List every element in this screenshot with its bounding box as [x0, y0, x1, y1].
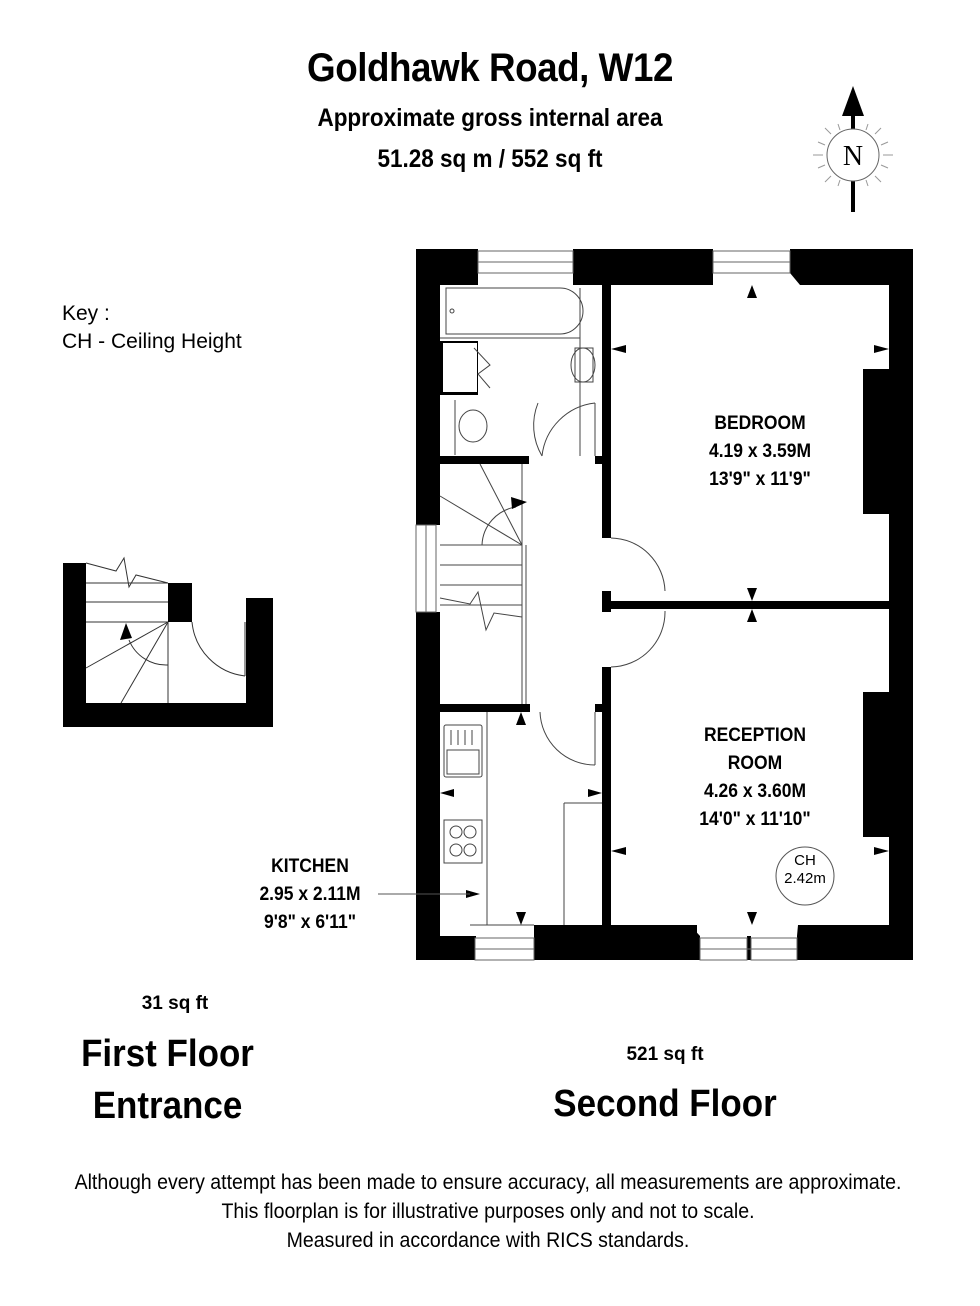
first-floor-name-line1: First Floor	[81, 1033, 254, 1075]
room-label-bedroom: BEDROOM 4.19 x 3.59M 13'9" x 11'9"	[686, 410, 833, 494]
bedroom-name: BEDROOM	[714, 413, 806, 434]
second-floor-name: Second Floor	[553, 1083, 777, 1125]
ceiling-height-label: CH 2.42m	[776, 852, 834, 888]
total-area: 51.28 sq m / 552 sq ft	[377, 145, 603, 173]
room-label-kitchen: KITCHEN 2.95 x 2.11M 9'8" x 6'11"	[241, 853, 379, 937]
reception-name-line1: RECEPTION	[703, 725, 806, 746]
kitchen-metric: 2.95 x 2.11M	[259, 884, 361, 905]
reception-imperial: 14'0" x 11'10"	[699, 809, 811, 830]
reception-metric: 4.26 x 3.60M	[703, 781, 807, 802]
kitchen-fixtures	[443, 712, 602, 926]
key-heading: Key :	[62, 302, 110, 325]
svg-text:N: N	[843, 141, 863, 172]
disclaimer-line-3: Measured in accordance with RICS standar…	[286, 1229, 690, 1252]
key-entry-ceiling-height: CH - Ceiling Height	[62, 330, 242, 353]
first-floor-name-line2: Entrance	[92, 1085, 243, 1127]
staircase	[439, 463, 527, 704]
kitchen-imperial: 9'8" x 6'11"	[264, 912, 356, 933]
first-floor-entrance-plan	[63, 556, 273, 727]
ceiling-height-marker	[775, 846, 835, 906]
reception-name-line2: ROOM	[727, 753, 783, 774]
plan-subtitle: Approximate gross internal area	[317, 104, 663, 132]
dimension-arrows	[440, 285, 889, 925]
first-floor-name: First Floor Entrance	[41, 1028, 294, 1132]
ch-abbrev: CH	[794, 852, 816, 869]
room-label-reception: RECEPTION ROOM 4.26 x 3.60M 14'0" x 11'1…	[672, 722, 838, 834]
disclaimer: Although every attempt has been made to …	[34, 1168, 942, 1255]
second-floor-plan	[378, 249, 913, 961]
north-arrow-icon: N	[813, 86, 893, 212]
key-legend: Key : CH - Ceiling Height	[62, 300, 242, 356]
bathroom-fixtures	[440, 287, 596, 457]
bedroom-imperial: 13'9" x 11'9"	[709, 469, 811, 490]
bedroom-metric: 4.19 x 3.59M	[708, 441, 812, 462]
first-floor-area: 31 sq ft	[141, 993, 209, 1014]
plan-title: Goldhawk Road, W12	[307, 46, 673, 90]
disclaimer-line-1: Although every attempt has been made to …	[74, 1171, 902, 1194]
kitchen-name: KITCHEN	[271, 856, 349, 877]
disclaimer-line-2: This floorplan is for illustrative purpo…	[221, 1200, 755, 1223]
second-floor-area: 521 sq ft	[626, 1044, 704, 1065]
ch-value: 2.42m	[784, 870, 826, 887]
